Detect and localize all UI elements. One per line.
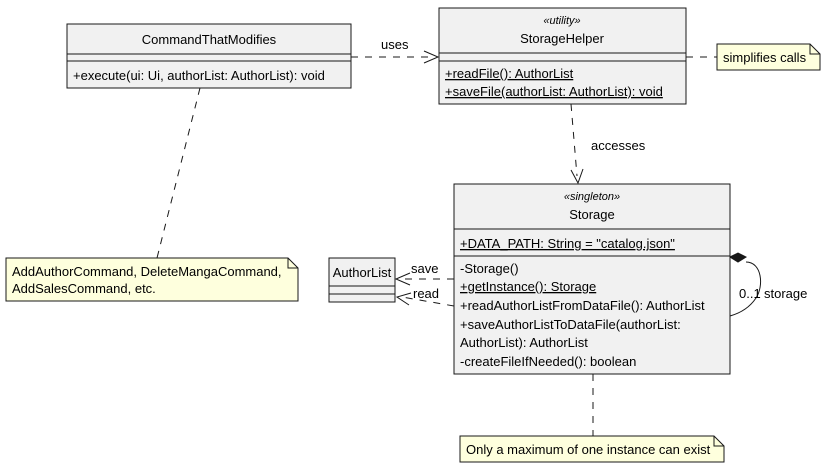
note-text-line-2: AddSalesCommand, etc. [12, 281, 156, 296]
field-data-path: +DATA_PATH: String = "catalog.json" [460, 236, 675, 251]
class-author-list: AuthorList [328, 257, 396, 303]
class-name: CommandThatModifies [142, 32, 277, 47]
note-command-examples: AddAuthorCommand, DeleteMangaCommand, Ad… [5, 257, 299, 302]
method-constructor: -Storage() [460, 261, 519, 276]
method-execute: +execute(ui: Ui, authorList: AuthorList)… [73, 68, 325, 83]
read-label: read [413, 286, 439, 301]
note-text: simplifies calls [723, 50, 807, 65]
save-relation: save [394, 261, 454, 286]
note-text-line-1: AddAuthorCommand, DeleteMangaCommand, [12, 264, 282, 279]
class-command-that-modifies: CommandThatModifies +execute(ui: Ui, aut… [66, 23, 352, 89]
uses-relation: uses [351, 37, 440, 64]
read-relation: read [395, 286, 455, 307]
class-name: StorageHelper [520, 31, 604, 46]
method-save-file: +saveFile(authorList: AuthorList): void [445, 84, 663, 99]
method-read-file: +readFile(): AuthorList [445, 66, 574, 81]
method-read-author-list: +readAuthorListFromDataFile(): AuthorLis… [460, 298, 705, 313]
self-role: storage [764, 286, 807, 301]
save-label: save [411, 261, 438, 276]
class-name: Storage [569, 207, 615, 222]
note-simplifies-calls: simplifies calls [716, 43, 821, 71]
command-note-connector [156, 87, 201, 259]
note-text: Only a maximum of one instance can exist [466, 442, 711, 457]
stereotype: «utility» [543, 15, 580, 27]
method-save-author-list-2: AuthorList): AuthorList [460, 335, 588, 350]
method-create-file: -createFileIfNeeded(): boolean [460, 354, 636, 369]
stereotype: «singleton» [564, 191, 620, 203]
class-storage: «singleton» Storage +DATA_PATH: String =… [453, 183, 731, 375]
method-get-instance: +getInstance(): Storage [460, 279, 596, 294]
method-save-author-list-1: +saveAuthorListToDataFile(authorList: [460, 317, 681, 332]
uses-label: uses [381, 37, 409, 52]
note-singleton: Only a maximum of one instance can exist [459, 435, 725, 463]
accesses-label: accesses [591, 138, 646, 153]
accesses-relation: accesses [570, 103, 646, 185]
class-storage-helper: «utility» StorageHelper +readFile(): Aut… [438, 7, 687, 105]
self-multiplicity: 0..1 [739, 286, 761, 301]
class-name: AuthorList [333, 265, 392, 280]
storage-self-composition: 0..1 storage [728, 252, 807, 317]
